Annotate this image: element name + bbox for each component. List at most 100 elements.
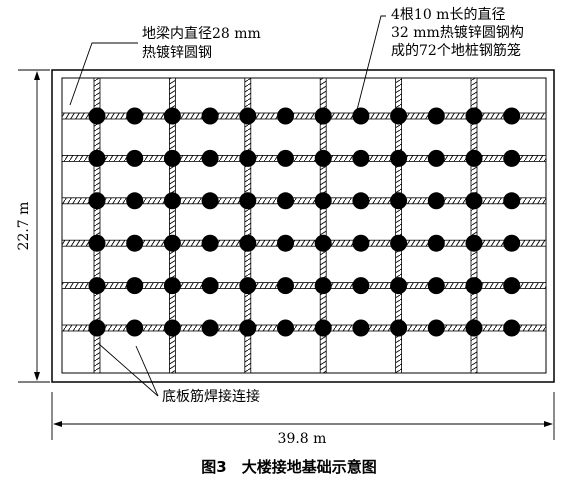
figure-caption: 图3 大楼接地基础示意图 [201,458,376,476]
pile-cage-r1-c12 [503,107,521,125]
pile-cage-r3-c1 [88,192,106,210]
pile-cage-r1-c10 [427,107,445,125]
pile-cage-r2-c9 [390,149,408,167]
pile-cage-r2-c1 [88,149,106,167]
vertical-beam-3 [244,77,252,374]
pile-cage-r4-c1 [88,234,106,252]
horizontal-beam-1 [61,112,547,120]
vertical-beam-6 [470,77,478,374]
vertical-beam-4 [319,77,327,374]
pile-cage-r6-c10 [427,319,445,337]
pile-cage-r4-c6 [277,234,294,252]
pile-cage-r5-c2 [126,277,144,295]
pile-cage-r6-c1 [88,319,106,337]
width-arrow-right [544,421,553,427]
horizontal-beam-5 [61,282,547,290]
height-dimension [18,69,50,383]
height-arrow-top [34,71,40,80]
pile-cage-r5-c1 [88,277,106,295]
pile-cage-r4-c2 [126,234,144,252]
pile-cage-r6-c8 [352,319,370,337]
horizontal-beam-2 [61,154,547,162]
pile-cage-r3-c5 [239,192,257,210]
pile-cage-r4-c3 [163,234,181,252]
pile-cage-r2-c8 [352,149,370,167]
pile-cage-r5-c5 [239,277,257,295]
pile-cage-r3-c3 [163,192,181,210]
pile-cage-r2-c6 [277,149,294,167]
pile-cage-r3-c4 [201,192,219,210]
pile-cage-r1-c7 [314,107,332,125]
horizontal-beam-4 [61,239,547,247]
width-arrow-left [53,421,62,427]
pile-cage-r3-c7 [314,192,332,210]
pile-cage-r4-c11 [465,234,483,252]
pile-cage-r5-c9 [390,277,408,295]
pile-cage-r3-c9 [390,192,408,210]
pile-leader-line [356,15,386,111]
pile-cage-r6-c12 [503,319,521,337]
pile-cage-r3-c10 [427,192,445,210]
pile-cage-r1-c6 [277,107,294,125]
pile-cage-r1-c1 [88,107,106,125]
pile-label-line2: 32 mm热镀锌圆钢构 [391,24,524,41]
pile-cage-r1-c11 [465,107,483,125]
pile-cage-r5-c7 [314,277,332,295]
pile-cage-r1-c8 [352,107,370,125]
vertical-beam-5 [395,77,403,374]
pile-cage-r1-c5 [239,107,257,125]
horizontal-ground-beams [61,112,547,332]
pile-cage-r5-c8 [352,277,370,295]
pile-cage-r6-c9 [390,319,408,337]
slab-leader-line-1 [98,343,159,397]
slab-label: 底板筋焊接连接 [162,388,260,405]
pile-cage-r1-c9 [390,107,408,125]
pile-cage-r3-c2 [126,192,144,210]
pile-cage-r3-c12 [503,192,521,210]
pile-cages [88,107,521,337]
pile-cage-r2-c2 [126,149,144,167]
pile-cage-r3-c11 [465,192,483,210]
pile-cage-r5-c12 [503,277,521,295]
pile-cage-r3-c6 [277,192,294,210]
beam-leader-line [69,42,138,106]
pile-cage-r4-c7 [314,234,332,252]
pile-cage-r6-c4 [201,319,219,337]
pile-cage-r1-c3 [163,107,181,125]
beam-label-line1: 地梁内直径28 mm [142,25,261,42]
vertical-beam-2 [168,77,176,374]
pile-cage-r4-c8 [352,234,370,252]
pile-cage-r6-c6 [277,319,294,337]
pile-cage-r6-c11 [465,319,483,337]
pile-cage-r3-c8 [352,192,370,210]
pile-cage-r6-c3 [163,319,181,337]
height-arrow-bottom [34,372,40,381]
horizontal-beam-6 [61,324,547,332]
pile-cage-r6-c5 [239,319,257,337]
pile-label-line3: 成的72个地桩钢筋笼 [391,42,521,59]
pile-cage-r4-c9 [390,234,408,252]
horizontal-beam-3 [61,197,547,205]
pile-cage-r1-c4 [201,107,219,125]
leader-lines [69,15,386,397]
slab-leader-line-2 [135,345,159,397]
pile-label-line1: 4根10 m长的直径 [391,6,505,23]
foundation-inner-border [61,77,547,374]
foundation-outer-border [51,69,555,383]
height-dimension-label: 22.7 m [16,202,32,251]
pile-cage-r4-c10 [427,234,445,252]
vertical-ground-beams [93,77,478,374]
beam-label-line2: 热镀锌圆钢 [142,44,212,61]
pile-cage-r4-c4 [201,234,219,252]
width-dimension [51,392,555,440]
pile-cage-r5-c4 [201,277,219,295]
pile-cage-r2-c4 [201,149,219,167]
pile-cage-r1-c2 [126,107,144,125]
pile-cage-r6-c2 [126,319,144,337]
pile-cage-r5-c11 [465,277,483,295]
pile-cage-r5-c6 [277,277,294,295]
pile-cage-r2-c3 [163,149,181,167]
pile-cage-r2-c7 [314,149,332,167]
pile-cage-r5-c3 [163,277,181,295]
